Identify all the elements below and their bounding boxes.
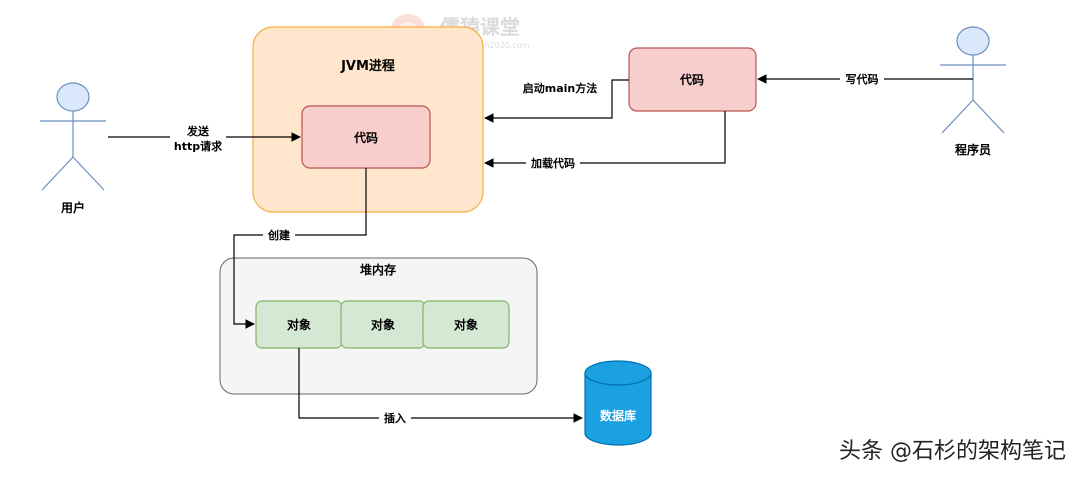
edge-insert-label: 插入 xyxy=(384,411,406,425)
jvm-process-title: JVM进程 xyxy=(340,59,395,74)
edge-send-request-label-bg xyxy=(170,123,226,153)
watermark-url: www.ruyuan2020.com xyxy=(440,41,530,50)
edge-start-main-label: 启动main方法 xyxy=(523,81,598,95)
edge-load-code-label-bg xyxy=(526,156,580,170)
object-label-2: 对象 xyxy=(371,317,395,332)
footer-credit: 头条 @石杉的架构笔记 xyxy=(839,439,1066,464)
object-box-3 xyxy=(422,300,510,349)
object-label-1: 对象 xyxy=(287,317,311,332)
user-actor-label: 用户 xyxy=(60,200,85,215)
programmer-actor-label: 程序员 xyxy=(955,142,991,157)
edge-create-label-bg xyxy=(263,228,295,242)
database-cylinder: 数据库 xyxy=(584,360,652,446)
edge-send-request-label-1: 发送 xyxy=(186,124,210,138)
heap-memory-title: 堆内存 xyxy=(360,262,396,277)
edge-load-code xyxy=(484,111,726,168)
edge-send-request-label-2: http请求 xyxy=(174,139,223,153)
edge-load-code-label: 加载代码 xyxy=(530,156,575,170)
database-label: 数据库 xyxy=(600,408,636,423)
edge-start-main xyxy=(484,79,629,123)
object-label-3: 对象 xyxy=(454,317,478,332)
edge-create-label: 创建 xyxy=(267,228,291,242)
edge-start-main-label-bg xyxy=(520,81,600,96)
jvm-code-label: 代码 xyxy=(353,130,378,145)
edge-insert xyxy=(298,348,583,423)
edge-insert-label-bg xyxy=(379,411,411,425)
edge-write-code-label: 写代码 xyxy=(846,72,879,86)
programmer-actor-icon xyxy=(940,26,1006,134)
edge-write-code-label-bg xyxy=(840,72,884,86)
source-code-label: 代码 xyxy=(679,72,704,87)
user-actor-icon xyxy=(40,82,106,191)
edge-create xyxy=(233,168,367,329)
